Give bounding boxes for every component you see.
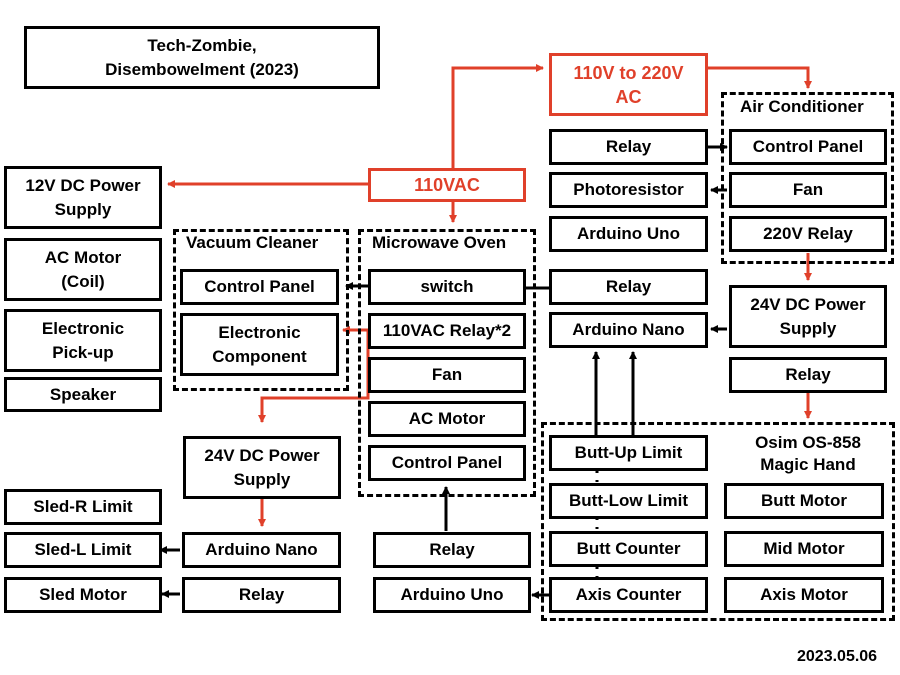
diagram-title: Tech-Zombie, Disembowelment (2023) — [24, 26, 380, 89]
magic-hand-group — [541, 422, 895, 621]
vacuum-control-panel: Control Panel — [180, 269, 339, 305]
left-pickup: Electronic Pick-up — [4, 309, 162, 372]
magic-hand-label: Osim OS-858 Magic Hand — [755, 433, 861, 474]
right-power-label: Relay — [785, 365, 831, 384]
left-item-label: 12V DC Power Supply — [25, 175, 141, 219]
microwave-item-label: AC Motor — [408, 409, 486, 428]
motor-butt: Butt Motor — [724, 483, 884, 519]
mid-item-label: Arduino Nano — [572, 320, 685, 339]
microwave-oven-label: Microwave Oven — [372, 233, 507, 252]
sensor-label: Axis Counter — [575, 585, 682, 604]
vacuum-cleaner-group — [173, 229, 349, 391]
wire-converter-to-aircon — [708, 66, 812, 89]
mid-relay-bottom: Relay — [549, 269, 708, 305]
microwave-item-label: 110VAC Relay*2 — [382, 321, 512, 340]
date-label: 2023.05.06 — [797, 648, 878, 665]
sensor-butt-up-limit: Butt-Up Limit — [549, 435, 708, 471]
left-item-label: Speaker — [49, 384, 117, 404]
aircon-item-label: Control Panel — [752, 137, 864, 156]
sensor-axis-counter: Axis Counter — [549, 577, 708, 613]
right-24v-supply: 24V DC Power Supply — [729, 285, 887, 348]
bottom-item-label: Arduino Uno — [400, 585, 504, 604]
left-item-label: Electronic Pick-up — [41, 318, 125, 362]
left-item-label: AC Motor (Coil) — [44, 247, 122, 291]
sled-arduino-nano: Arduino Nano — [182, 532, 341, 568]
sensor-label: Butt-Up Limit — [574, 443, 683, 462]
microwave-ac-motor: AC Motor — [368, 401, 526, 437]
mid-item-label: Photoresistor — [573, 180, 684, 199]
motor-label: Mid Motor — [763, 539, 845, 558]
title-text: Tech-Zombie, Disembowelment (2023) — [105, 35, 299, 79]
sensor-label: Butt-Low Limit — [569, 491, 688, 510]
sled-motor: Sled Motor — [4, 577, 162, 613]
air-conditioner-group — [721, 92, 894, 264]
bottom-arduino-uno: Arduino Uno — [373, 577, 531, 613]
motor-label: Butt Motor — [761, 491, 847, 510]
sled-24v-supply: 24V DC Power Supply — [183, 436, 341, 499]
sensor-butt-counter: Butt Counter — [549, 531, 708, 567]
sled-label: Relay — [238, 585, 285, 604]
wire-110vac-to-converter — [451, 64, 544, 168]
vacuum-cleaner-label: Vacuum Cleaner — [186, 233, 319, 252]
sled-label: Arduino Nano — [205, 540, 318, 559]
ac-converter-box: 110V to 220V AC — [549, 53, 708, 116]
sled-r-limit: Sled-R Limit — [4, 489, 162, 525]
microwave-control-panel: Control Panel — [368, 445, 526, 481]
mid-item-label: Relay — [605, 277, 652, 296]
microwave-oven-group — [358, 229, 536, 497]
sled-label: Sled Motor — [39, 585, 127, 604]
microwave-relay: 110VAC Relay*2 — [368, 313, 526, 349]
left-ac-motor: AC Motor (Coil) — [4, 238, 162, 301]
aircon-220v-relay: 220V Relay — [729, 216, 887, 252]
ac-source-box: 110VAC — [368, 168, 526, 202]
right-relay: Relay — [729, 357, 887, 393]
sled-label: Sled-L Limit — [34, 540, 132, 559]
bottom-relay: Relay — [373, 532, 531, 568]
mid-arduino-nano: Arduino Nano — [549, 312, 708, 348]
mid-arduino-uno: Arduino Uno — [549, 216, 708, 252]
motor-label: Axis Motor — [760, 585, 848, 604]
air-conditioner-label: Air Conditioner — [740, 97, 864, 116]
vacuum-electronic-component: Electronic Component — [180, 313, 339, 376]
left-12v-supply: 12V DC Power Supply — [4, 166, 162, 229]
microwave-item-label: switch — [420, 277, 474, 296]
vacuum-item-label: Control Panel — [204, 277, 315, 296]
mid-photoresistor: Photoresistor — [549, 172, 708, 208]
ac-source-label: 110VAC — [414, 175, 480, 195]
motor-axis: Axis Motor — [724, 577, 884, 613]
mid-relay-top: Relay — [549, 129, 708, 165]
aircon-control-panel: Control Panel — [729, 129, 887, 165]
ac-converter-label: 110V to 220V AC — [573, 62, 684, 107]
motor-mid: Mid Motor — [724, 531, 884, 567]
sled-label: Sled-R Limit — [33, 497, 133, 516]
aircon-item-label: Fan — [792, 180, 824, 199]
mid-item-label: Arduino Uno — [577, 224, 680, 243]
left-speaker: Speaker — [4, 377, 162, 412]
microwave-item-label: Fan — [431, 365, 463, 384]
sled-relay: Relay — [182, 577, 341, 613]
microwave-fan: Fan — [368, 357, 526, 393]
right-power-label: 24V DC Power Supply — [750, 294, 866, 338]
microwave-switch: switch — [368, 269, 526, 305]
aircon-fan: Fan — [729, 172, 887, 208]
vacuum-item-label: Electronic Component — [212, 322, 307, 366]
sensor-butt-low-limit: Butt-Low Limit — [549, 483, 708, 519]
sensor-label: Butt Counter — [576, 539, 681, 558]
mid-item-label: Relay — [605, 137, 652, 156]
sled-l-limit: Sled-L Limit — [4, 532, 162, 568]
sled-label: 24V DC Power Supply — [204, 445, 320, 489]
bottom-item-label: Relay — [429, 540, 475, 559]
microwave-item-label: Control Panel — [391, 453, 503, 472]
aircon-item-label: 220V Relay — [763, 224, 853, 243]
